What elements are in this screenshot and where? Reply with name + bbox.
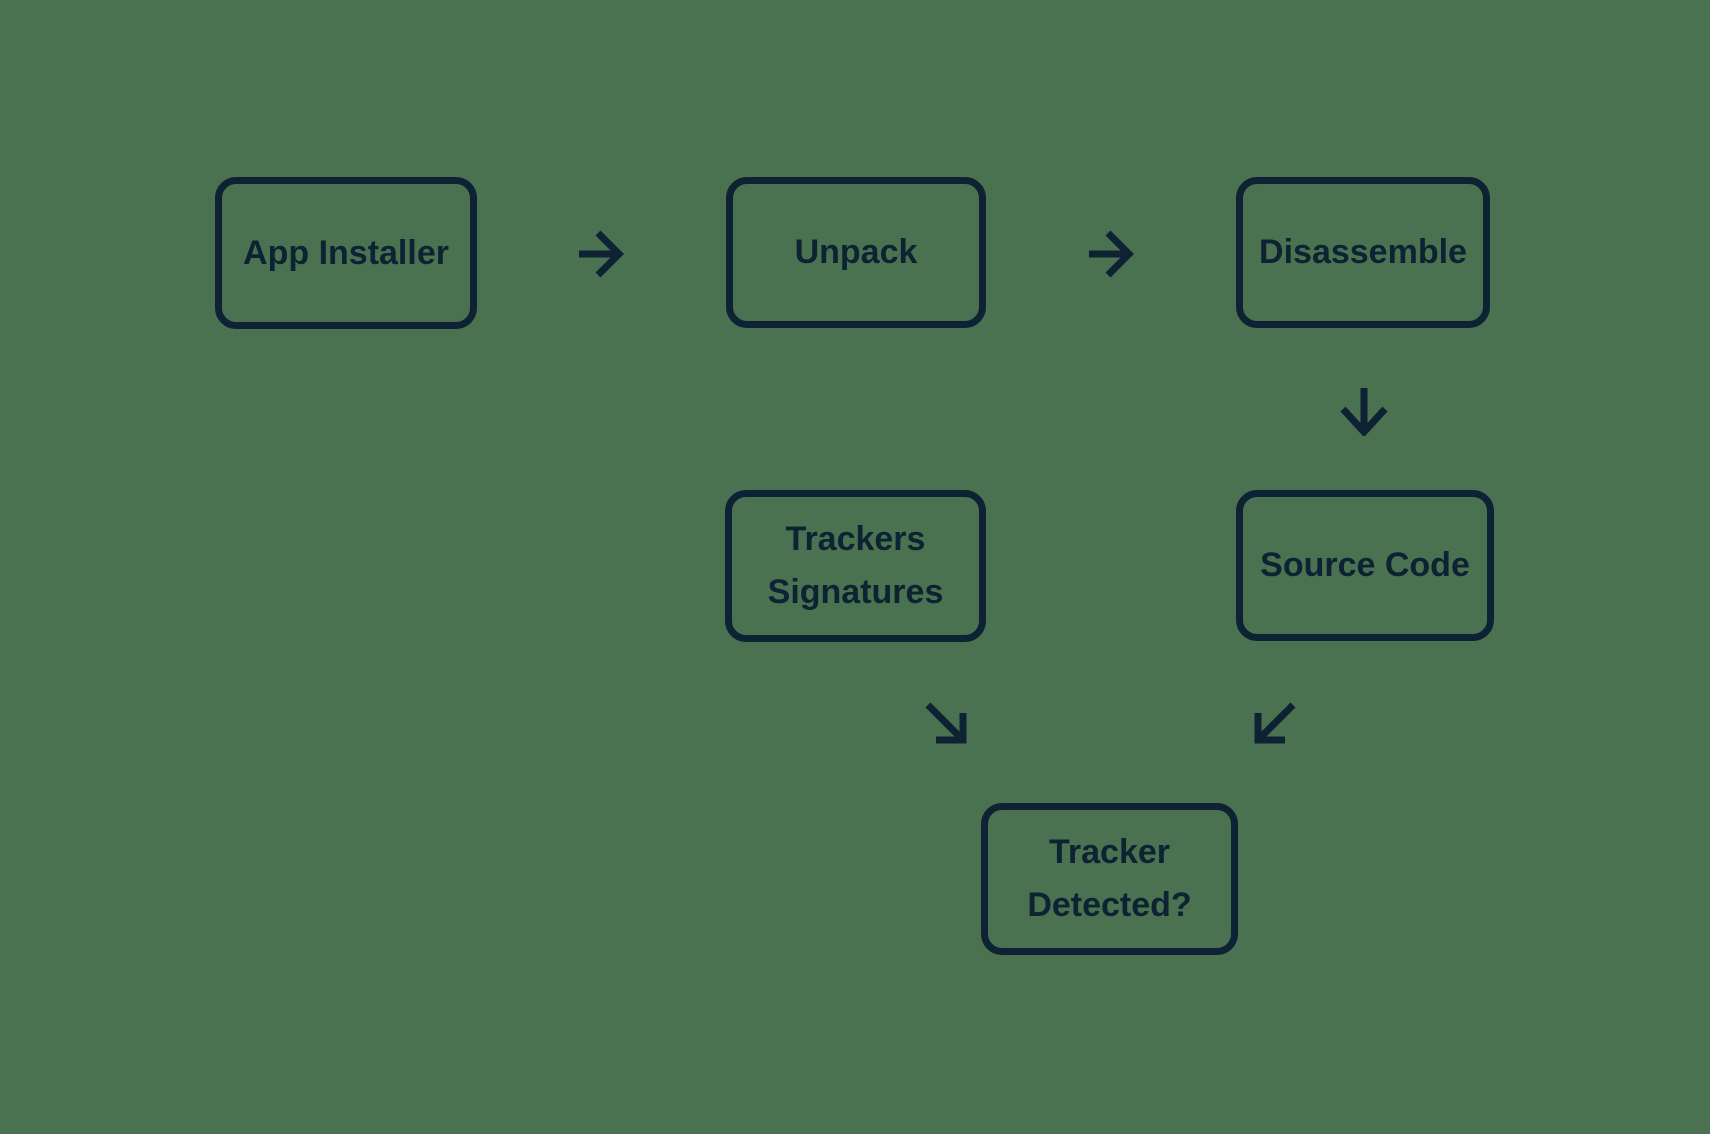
arrow-right-icon [576,230,624,278]
node-disassemble: Disassemble [1236,177,1490,328]
node-tracker-detected: Tracker Detected? [981,803,1238,955]
node-label: Disassemble [1259,233,1467,272]
node-label: App Installer [243,233,449,272]
node-label: Tracker Detected? [1027,833,1192,924]
arrow-right-icon [1086,230,1134,278]
arrow-down-right-icon [923,700,967,744]
arrow-down-icon [1340,386,1388,436]
arrow-down-left-icon [1254,700,1298,744]
node-unpack: Unpack [726,177,986,328]
node-label: Trackers Signatures [767,520,944,611]
node-label: Source Code [1260,546,1470,585]
node-app-installer: App Installer [215,177,477,329]
node-trackers-signatures: Trackers Signatures [725,490,986,642]
node-label: Unpack [794,233,918,272]
node-source-code: Source Code [1236,490,1494,641]
